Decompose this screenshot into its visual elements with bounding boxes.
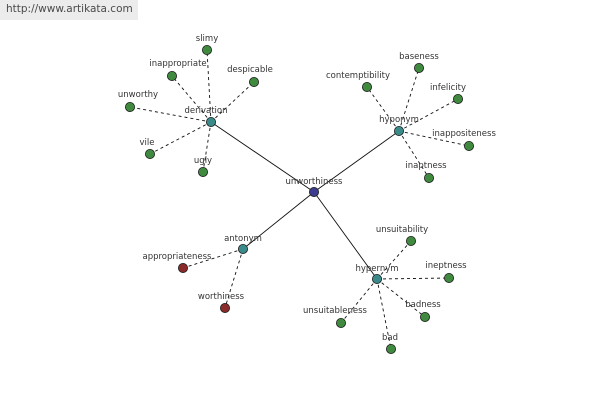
node-label-slimy[interactable]: slimy [196, 34, 218, 44]
edge-derivation-despicable [210, 81, 255, 123]
node-ineptness[interactable] [443, 272, 454, 283]
node-hypernym[interactable] [371, 273, 382, 284]
node-infelicity[interactable] [452, 94, 463, 105]
edge-hyponym-infelicity [398, 98, 459, 132]
node-label-worthiness[interactable]: worthiness [198, 292, 245, 302]
edge-unworthiness-derivation [210, 121, 315, 193]
edge-derivation-inappropriate [171, 75, 212, 123]
node-label-unsuitableness[interactable]: unsuitableness [303, 306, 368, 316]
node-label-hyponym[interactable]: hyponym [379, 115, 419, 125]
graph-edges [129, 49, 470, 350]
node-label-vile[interactable]: vile [140, 138, 155, 148]
node-appropriateness[interactable] [177, 262, 188, 273]
node-bad[interactable] [385, 343, 396, 354]
node-label-antonym[interactable]: antonym [224, 234, 262, 244]
edge-unworthiness-hypernym [313, 191, 378, 280]
watermark-url[interactable]: http://www.artikata.com [6, 3, 133, 15]
node-despicable[interactable] [248, 77, 259, 88]
node-label-inaptness[interactable]: inaptness [405, 161, 447, 171]
edge-derivation-unworthy [129, 106, 212, 123]
node-label-bad[interactable]: bad [382, 333, 398, 343]
node-contemptibility[interactable] [361, 82, 372, 93]
node-badness[interactable] [419, 311, 430, 322]
node-inaptness[interactable] [423, 172, 434, 183]
node-label-badness[interactable]: badness [405, 300, 441, 310]
node-antonym[interactable] [237, 243, 248, 254]
node-label-unworthy[interactable]: unworthy [118, 90, 158, 100]
node-derivation[interactable] [205, 117, 216, 128]
node-hyponym[interactable] [393, 126, 404, 137]
edge-unworthiness-hyponym [313, 130, 400, 193]
node-unworthiness[interactable] [308, 186, 319, 197]
node-unsuitableness[interactable] [335, 317, 346, 328]
node-baseness[interactable] [413, 63, 424, 74]
edge-derivation-vile [149, 121, 212, 155]
graph-nodes [125, 45, 474, 354]
node-label-contemptibility[interactable]: contemptibility [326, 71, 390, 81]
edge-unworthiness-antonym [242, 191, 315, 250]
node-label-hypernym[interactable]: hypernym [355, 264, 398, 274]
node-vile[interactable] [144, 148, 155, 159]
node-inappropriate[interactable] [166, 71, 177, 82]
node-label-unsuitability[interactable]: unsuitability [376, 225, 428, 235]
node-label-ugly[interactable]: ugly [194, 156, 212, 166]
node-label-baseness[interactable]: baseness [399, 52, 439, 62]
node-unworthy[interactable] [125, 102, 136, 113]
node-label-inappropriate[interactable]: inappropriate [149, 59, 206, 69]
node-inappositeness[interactable] [463, 140, 474, 151]
node-ugly[interactable] [197, 166, 208, 177]
edge-antonym-appropriateness [182, 248, 244, 269]
edge-hypernym-ineptness [376, 277, 450, 280]
edge-derivation-slimy [206, 49, 212, 123]
edge-hypernym-unsuitability [376, 240, 412, 280]
edge-antonym-worthiness [224, 248, 244, 309]
edge-derivation-ugly [202, 121, 212, 173]
node-label-despicable[interactable]: despicable [227, 65, 273, 75]
node-label-derivation[interactable]: derivation [184, 106, 227, 116]
node-unsuitability[interactable] [405, 235, 416, 246]
node-label-infelicity[interactable]: infelicity [430, 83, 466, 93]
node-label-ineptness[interactable]: ineptness [425, 261, 467, 271]
node-label-appropriateness[interactable]: appropriateness [142, 252, 212, 262]
edge-hyponym-baseness [398, 67, 420, 132]
node-slimy[interactable] [201, 45, 212, 56]
edge-hypernym-unsuitableness [340, 278, 378, 324]
node-label-inappositeness[interactable]: inappositeness [432, 129, 496, 139]
node-worthiness[interactable] [219, 302, 230, 313]
edge-hypernym-badness [376, 278, 426, 318]
watermark-bar: http://www.artikata.com [0, 0, 138, 20]
node-label-unworthiness[interactable]: unworthiness [286, 177, 344, 187]
graph-labels: unworthiness derivation hyponym antonym hype… [118, 34, 497, 343]
